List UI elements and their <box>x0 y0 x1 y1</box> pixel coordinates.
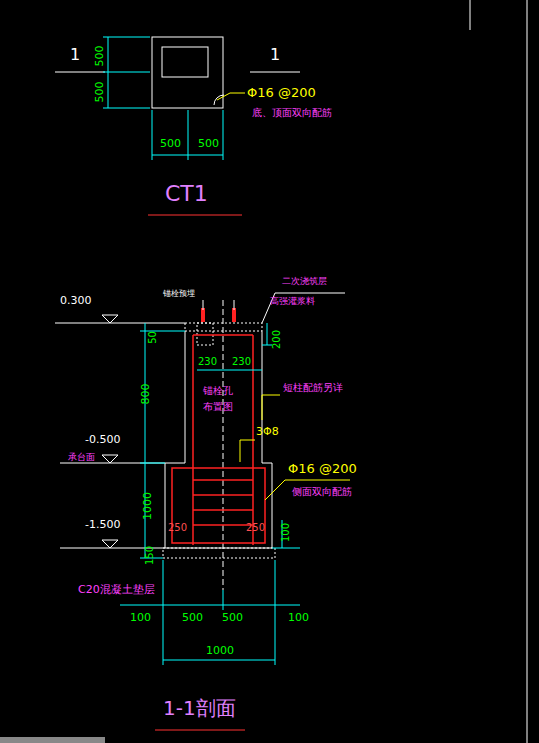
drawing-label: 500 <box>182 612 203 624</box>
drawing-label: 150 <box>144 546 155 565</box>
drawing-label: 250 <box>168 522 187 533</box>
drawing-label: -1.500 <box>85 519 120 531</box>
drawing-label: 1000 <box>142 492 154 520</box>
drawing-label: Φ16 @200 <box>288 462 357 476</box>
drawing-label: 200 <box>271 330 282 349</box>
drawing-label: 500 <box>222 612 243 624</box>
drawing-label: 锚栓孔布置图 <box>203 383 233 415</box>
drawing-label: 1 <box>270 46 280 64</box>
drawing-label: 1 <box>70 46 80 64</box>
drawing-label: 100 <box>130 612 151 624</box>
drawing-label: 短柱配筋另详 <box>283 382 343 393</box>
section-caption: 1-1剖面 <box>163 697 236 719</box>
drawing-label: 100 <box>288 612 309 624</box>
drawing-label: 高强灌浆料 <box>270 297 315 307</box>
drawing-label: Φ16 @200 <box>247 86 316 100</box>
drawing-label: 100 <box>280 523 291 542</box>
drawing-label: C20混凝土垫层 <box>78 584 155 596</box>
drawing-title: CT1 <box>165 182 208 206</box>
drawing-label: -0.500 <box>85 434 120 446</box>
drawing-label: 500 <box>160 138 181 150</box>
drawing-label: 底、顶面双向配筋 <box>252 107 332 118</box>
drawing-label: 0.300 <box>60 295 92 307</box>
drawing-label: 锚栓预埋 <box>163 290 195 299</box>
drawing-label: 500 <box>94 46 106 67</box>
drawing-label: 承台面 <box>68 453 95 463</box>
drawing-label: 230 <box>232 356 251 367</box>
drawing-label: 500 <box>198 138 219 150</box>
drawing-label: 侧面双向配筋 <box>292 486 352 497</box>
drawing-label: 500 <box>94 82 106 103</box>
drawing-label: 1000 <box>206 645 234 657</box>
drawing-label: 230 <box>198 356 217 367</box>
drawing-label: 3Φ8 <box>256 426 279 438</box>
drawing-label: 二次浇筑层 <box>282 277 327 287</box>
drawing-label: 800 <box>140 384 152 405</box>
drawing-label: 50 <box>147 331 158 344</box>
drawing-label: 250 <box>246 522 265 533</box>
